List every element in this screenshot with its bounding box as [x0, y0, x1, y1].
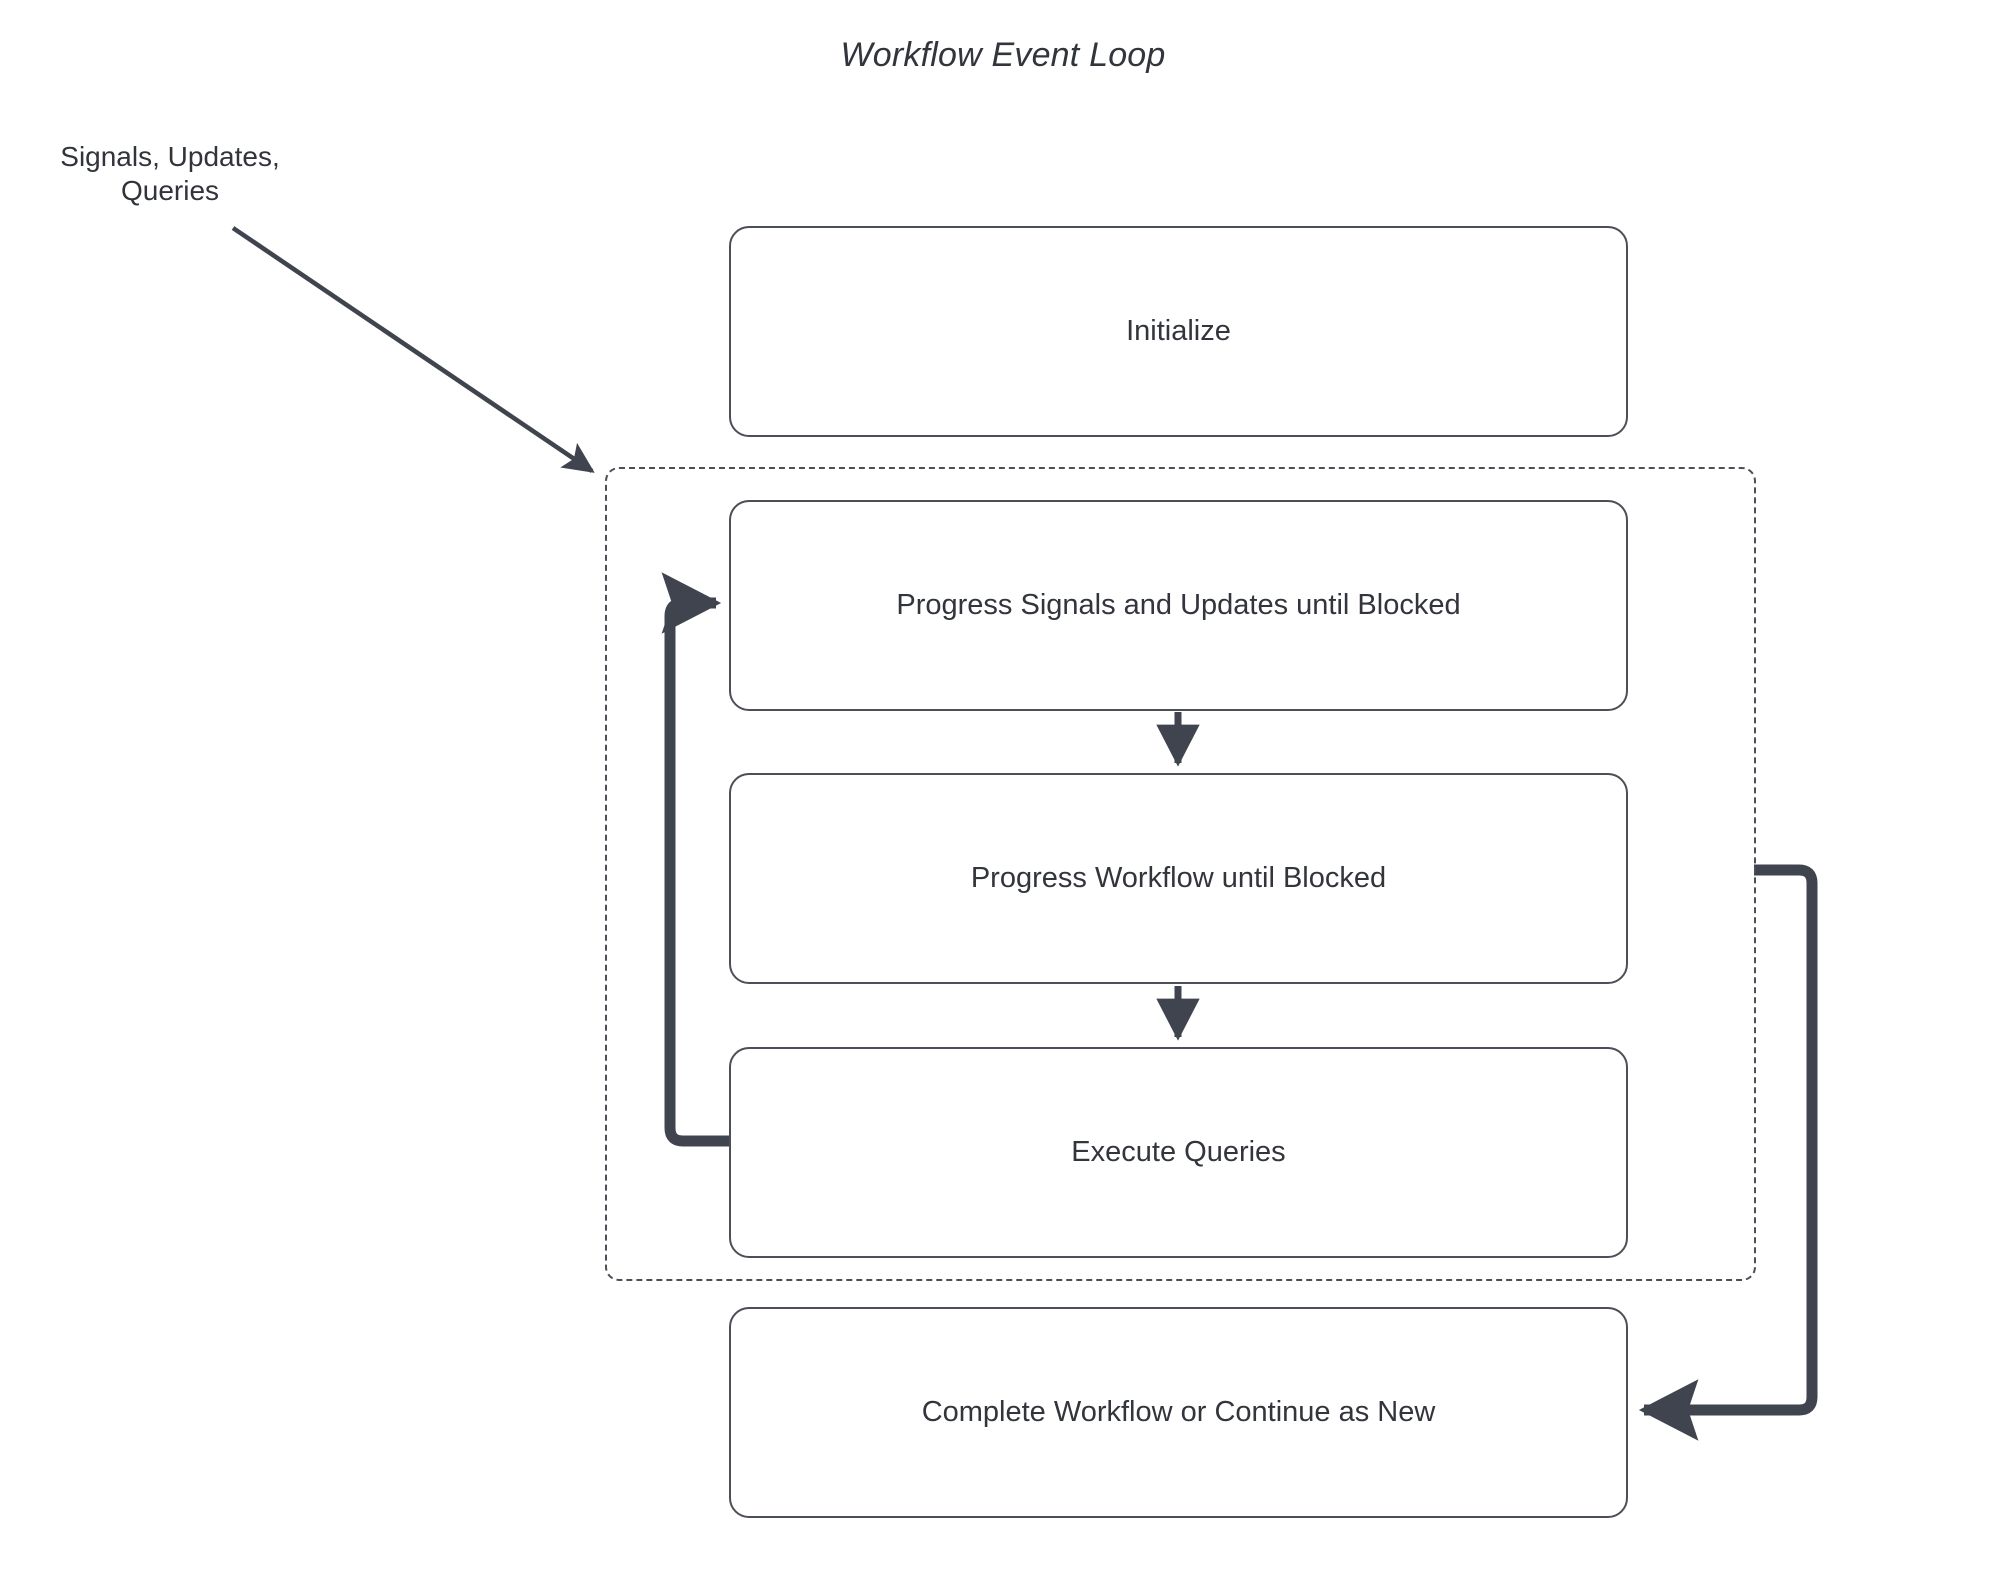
node-progress-workflow[interactable]: Progress Workflow until Blocked [729, 773, 1628, 984]
event-loop-group-container [605, 467, 1756, 1281]
node-complete-workflow-label: Complete Workflow or Continue as New [921, 1396, 1436, 1428]
node-execute-queries[interactable]: Execute Queries [729, 1047, 1628, 1258]
edge-signals-to-group [231, 226, 595, 473]
node-execute-queries-label: Execute Queries [1071, 1136, 1286, 1168]
page-title: Workflow Event Loop [840, 36, 1166, 74]
node-progress-signals[interactable]: Progress Signals and Updates until Block… [729, 500, 1628, 711]
node-progress-workflow-label: Progress Workflow until Blocked [970, 862, 1387, 894]
node-initialize-label: Initialize [1126, 315, 1231, 347]
edge-label-signals-updates-queries: Signals, Updates, Queries [60, 141, 280, 207]
node-progress-signals-label: Progress Signals and Updates until Block… [896, 589, 1461, 621]
node-complete-workflow[interactable]: Complete Workflow or Continue as New [729, 1307, 1628, 1518]
node-initialize[interactable]: Initialize [729, 226, 1628, 437]
